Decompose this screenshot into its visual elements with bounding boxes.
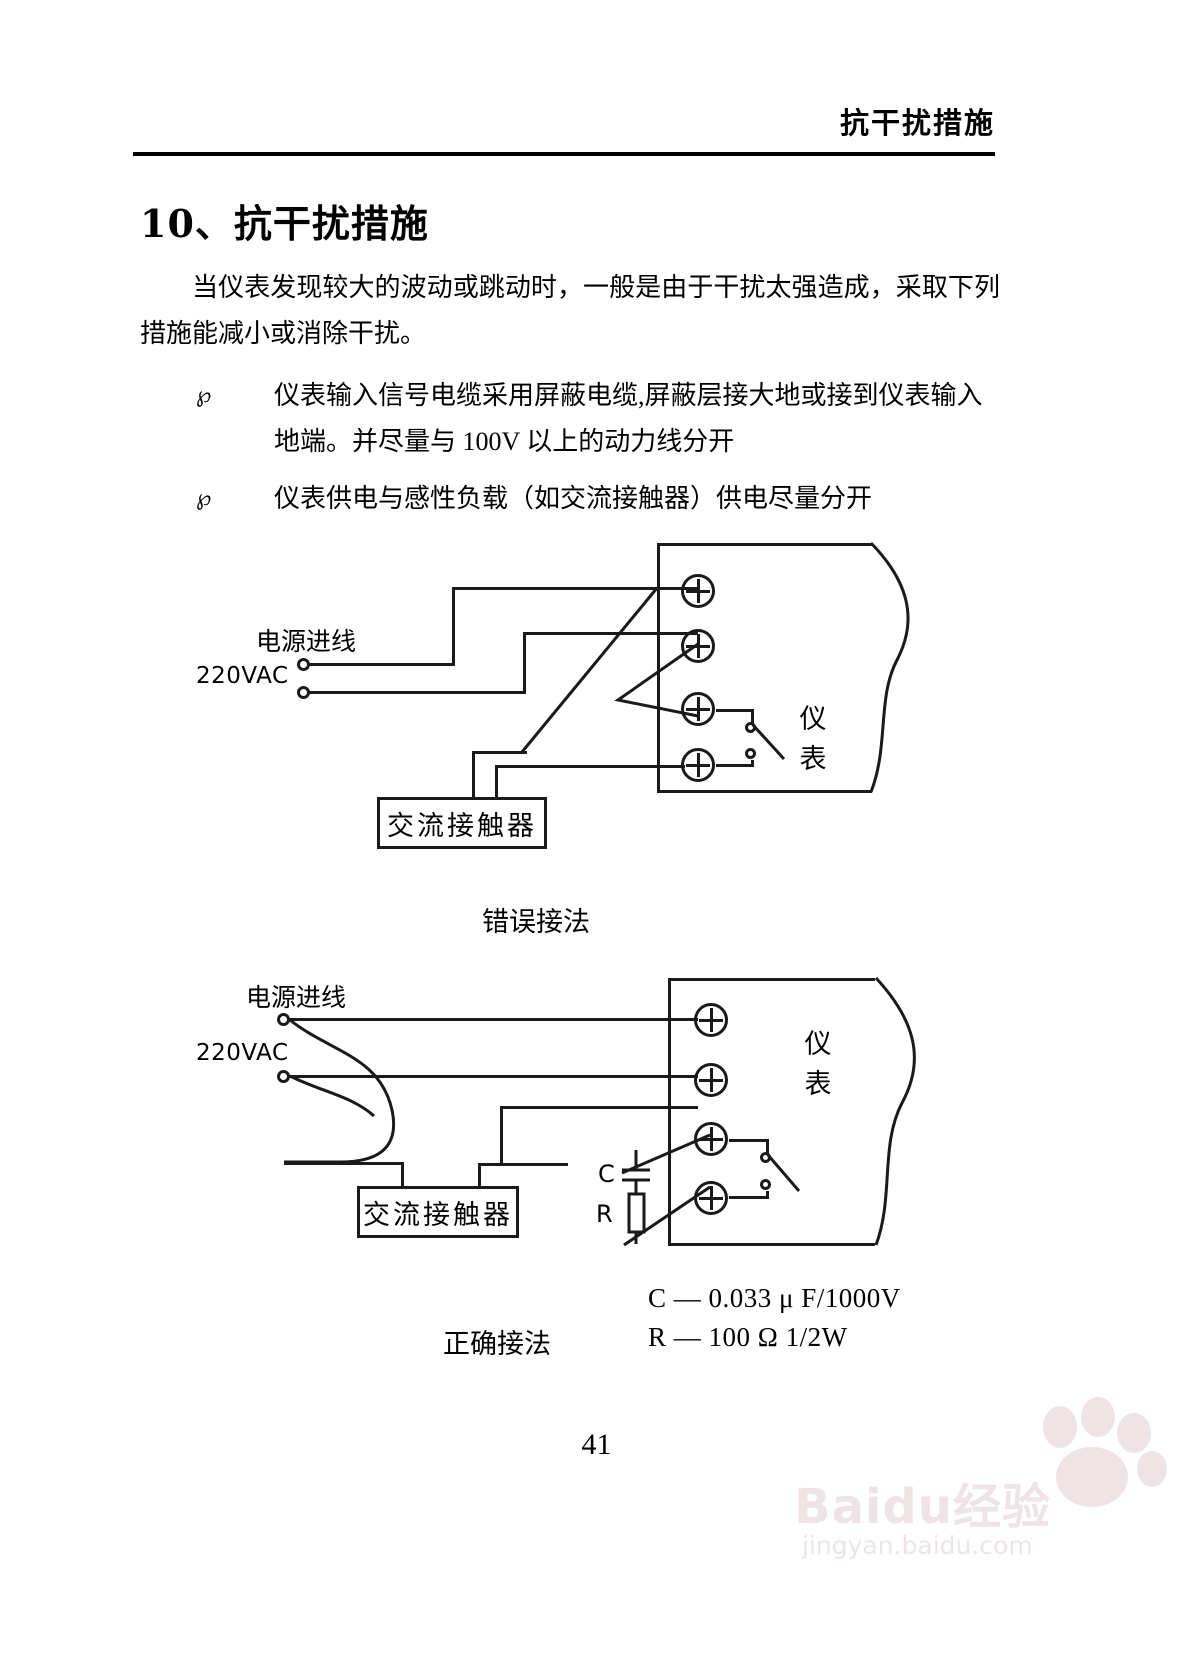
relay2-switch-blade-icon xyxy=(766,1154,801,1192)
intro-paragraph: 当仪表发现较大的波动或跳动时，一般是由于干扰太强造成，采取下列措施能减小或消除干… xyxy=(140,265,1000,357)
instrument2-left-wall xyxy=(668,978,671,1246)
relay-switch-blade-icon xyxy=(751,723,786,761)
resistor-icon xyxy=(627,1180,646,1244)
wire-jumper-term2-term3 xyxy=(614,642,699,718)
voltage-label: 220VAC xyxy=(196,663,289,689)
instrument-bottom-wall xyxy=(657,790,872,793)
wire2-snubber-diagonals xyxy=(621,1133,711,1247)
running-header-title: 抗干扰措施 xyxy=(839,106,995,140)
page-number: 41 xyxy=(581,1428,612,1461)
wire2-contactor-lead-h xyxy=(500,1106,698,1109)
relay-wire-bot-v xyxy=(751,760,754,766)
relay2-contact-dot-lower xyxy=(760,1179,771,1190)
diagram-correct-wiring: 仪表 电源进线 220VAC 交流接触器 C xyxy=(196,976,916,1359)
wire-neutral-seg1 xyxy=(308,691,526,694)
list-item-label: 仪表供电与感性负载（如交流接触器）供电尽量分开 xyxy=(274,484,873,513)
diagram-wrong-wiring: 仪表 电源进线 220VAC 交流接触器 xyxy=(196,541,910,937)
legend-line-resistor: R — 100 Ω 1/2W xyxy=(648,1322,848,1352)
relay-wire-top-v xyxy=(751,709,754,727)
resistor-label: R xyxy=(596,1200,614,1228)
terminal2-2 xyxy=(694,1063,728,1097)
instrument-left-wall xyxy=(657,543,660,793)
watermark-url: jingyan.baidu.com xyxy=(802,1531,1033,1560)
contactor-lead-a-h xyxy=(472,751,527,754)
relay-contact-dot-lower xyxy=(745,748,756,759)
relay2-wire-top xyxy=(729,1139,769,1142)
instrument-label: 仪表 xyxy=(799,704,827,775)
power-input-label: 电源进线 xyxy=(256,627,357,656)
wire2-neutral-main xyxy=(288,1075,698,1078)
bullet-marker-icon: ℘ xyxy=(196,486,212,511)
relay-wire-top xyxy=(716,709,754,712)
instrument2-label: 仪表 xyxy=(804,1029,832,1100)
wire-neutral-seg3 xyxy=(523,632,698,635)
terminal2-4 xyxy=(694,1181,728,1215)
wire2-contactor-feed-h xyxy=(284,1162,404,1165)
terminal-1 xyxy=(681,574,715,608)
header-divider xyxy=(133,152,995,156)
wire2-contactor-lead2-v xyxy=(478,1163,481,1187)
wire-live-seg1 xyxy=(308,663,454,666)
contactor-box: 交流接触器 xyxy=(377,797,547,849)
bullet-marker-icon: ℘ xyxy=(196,383,212,408)
wire-diagonal-contactor-to-term1 xyxy=(520,587,659,753)
list-item: ℘ 仪表供电与感性负载（如交流接触器）供电尽量分开 xyxy=(196,476,996,522)
instrument-torn-edge xyxy=(869,541,910,793)
relay2-wire-bot xyxy=(729,1196,769,1199)
wire2-branch-curves xyxy=(284,1018,395,1164)
diagram-wrong-caption: 错误接法 xyxy=(482,907,590,937)
terminal-3 xyxy=(681,692,715,726)
instrument-top-wall xyxy=(657,543,872,546)
instrument2-top-wall xyxy=(668,978,875,981)
wire-live-seg2 xyxy=(452,587,455,666)
power-input-label-2: 电源进线 xyxy=(246,983,347,1012)
paragraph-text: 当仪表发现较大的波动或跳动时，一般是由于干扰太强造成，采取下列措施能减小或消除干… xyxy=(140,273,1000,348)
legend-line-capacitor: C — 0.033 μ F/1000V xyxy=(648,1283,901,1313)
contactor-lead-a-v xyxy=(472,751,475,799)
instrument2-torn-edge xyxy=(874,976,916,1246)
diagram-correct-caption: 正确接法 xyxy=(443,1329,551,1359)
watermark-brand: Baidu经验 xyxy=(794,1479,1051,1535)
wire2-contactor-feed-v xyxy=(401,1162,404,1186)
terminal2-1 xyxy=(694,1003,728,1037)
list-item: ℘ 仪表输入信号电缆采用屏蔽电缆,屏蔽层接大地或接到仪表输入地端。并尽量与 10… xyxy=(196,373,996,465)
wire2-live-main xyxy=(288,1018,698,1021)
wire2-contactor-lead2-h xyxy=(478,1163,568,1166)
contactor-lead-b-h xyxy=(495,765,685,768)
list-item-label: 仪表输入信号电缆采用屏蔽电缆,屏蔽层接大地或接到仪表输入地端。并尽量与 100V… xyxy=(274,381,983,456)
wire2-contactor-lead-v xyxy=(500,1106,503,1164)
instrument2-bottom-wall xyxy=(668,1243,875,1246)
wire-neutral-seg2 xyxy=(523,632,526,694)
contactor-lead-b-v xyxy=(495,768,498,800)
relay2-wire-top-v xyxy=(766,1139,769,1157)
voltage-label-2: 220VAC xyxy=(196,1040,289,1066)
relay2-wire-bot-v xyxy=(766,1191,769,1197)
relay-wire-bot xyxy=(716,764,754,767)
wire-live-seg3 xyxy=(452,587,698,590)
page-title: 10、抗干扰措施 xyxy=(140,201,429,246)
contactor-box-2: 交流接触器 xyxy=(357,1186,519,1238)
capacitor-label: C xyxy=(598,1160,616,1188)
